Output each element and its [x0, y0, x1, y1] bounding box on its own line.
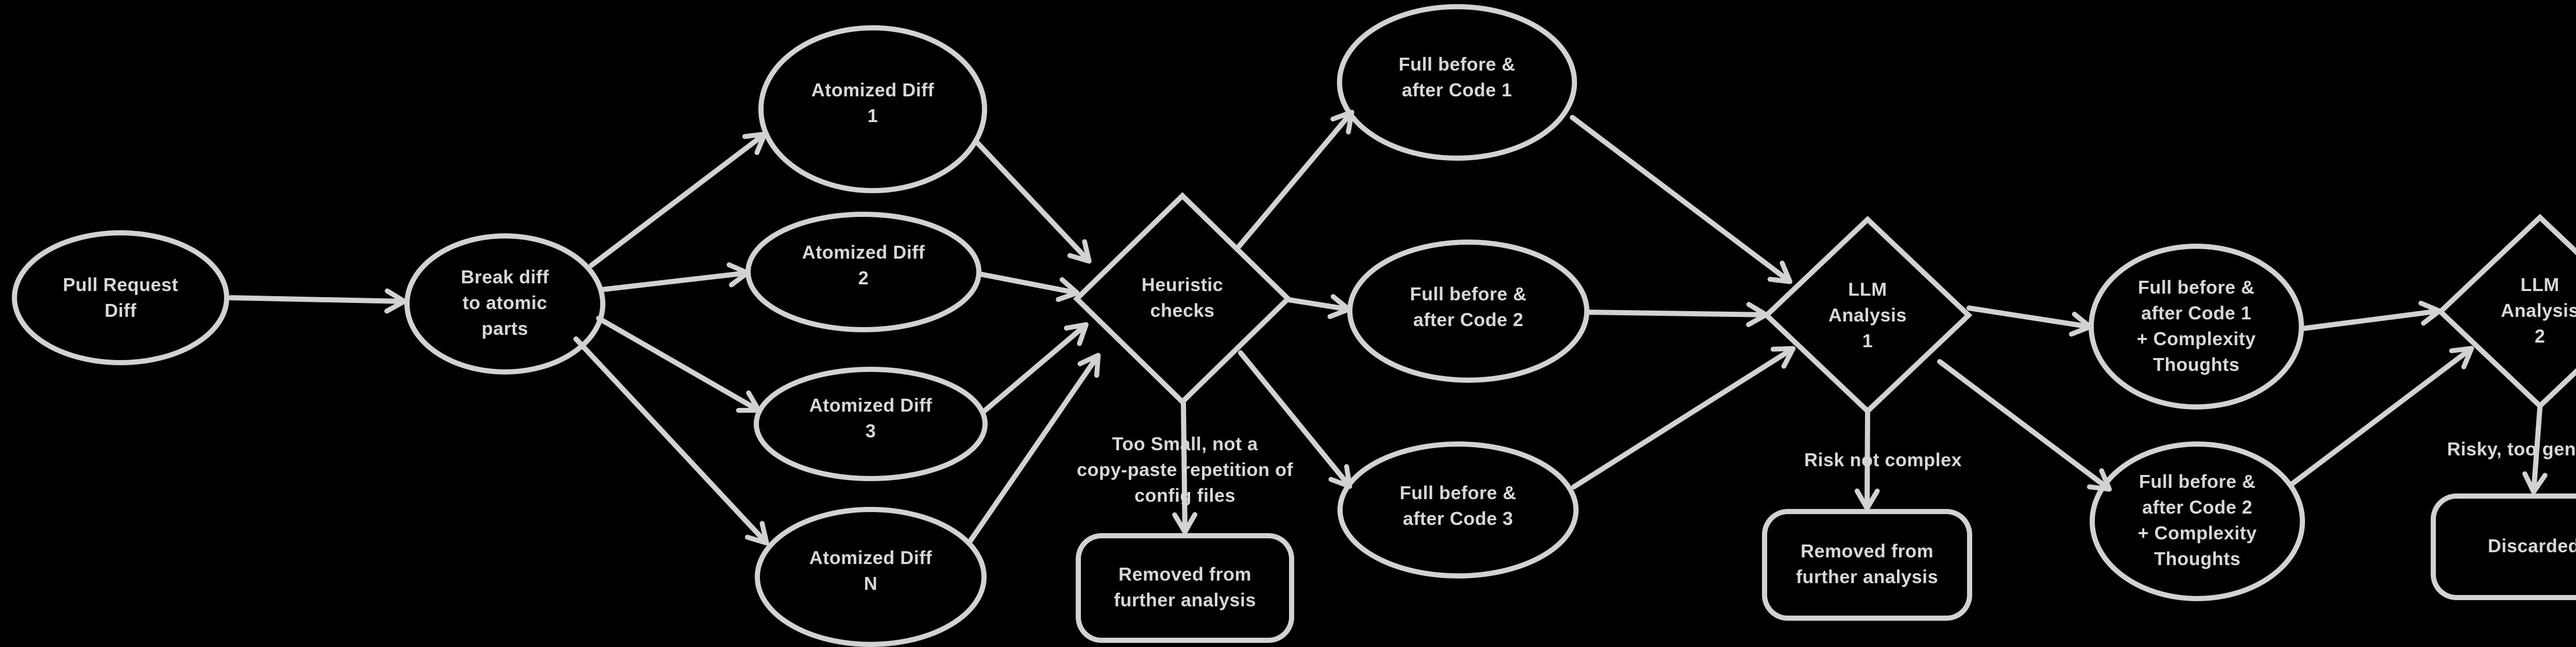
node-llm-analysis-1: LLM Analysis 1 — [1828, 279, 1907, 351]
ellipse-full-code-complexity-2 — [2090, 441, 2305, 601]
node-full-code-1: Full before & after Code 1 — [1398, 54, 1516, 100]
node-removed-1: Removed from further analysis — [1113, 564, 1257, 610]
ellipse-pull-request-diff — [12, 230, 229, 365]
rect-removed-2 — [1762, 509, 1972, 621]
arrow — [1937, 359, 2112, 492]
arrow — [1570, 115, 1792, 284]
node-atomized-diff-n: Atomized Diff N — [809, 547, 933, 594]
arrow — [2522, 404, 2548, 495]
node-full-code-complexity-1: Full before & after Code 1 + Complexity … — [2137, 277, 2256, 375]
ellipse-atomized-diff-1 — [758, 25, 987, 193]
rect-discarded — [2431, 493, 2576, 600]
note-risky-too-generic: Risky, too generic — [2447, 438, 2576, 459]
ellipse-atomized-diff-3 — [754, 367, 988, 481]
arrow — [1236, 110, 1354, 249]
node-full-code-3: Full before & after Code 3 — [1399, 482, 1517, 529]
rect-removed-1 — [1076, 533, 1294, 643]
node-pull-request-diff: Pull Request Diff — [62, 274, 179, 321]
arrow — [596, 316, 761, 413]
arrow — [977, 271, 1080, 302]
arrow — [1571, 346, 1796, 489]
arrow — [589, 131, 767, 268]
arrow — [974, 139, 1092, 264]
ellipse-full-code-3 — [1337, 441, 1579, 578]
node-break-diff: Break diff to atomic parts — [461, 266, 549, 339]
arrow — [228, 288, 407, 314]
ellipse-break-diff — [404, 233, 605, 374]
node-atomized-diff-2: Atomized Diff 2 — [802, 242, 925, 288]
ellipse-atomized-diff-n — [755, 507, 987, 647]
arrow — [2289, 346, 2474, 487]
arrow — [600, 262, 750, 292]
arrow — [1854, 410, 1880, 511]
node-heuristic-checks: Heuristic checks — [1141, 274, 1224, 321]
note-risk-not-complex: Risk not complex — [1804, 449, 1962, 470]
arrow — [1238, 350, 1352, 489]
node-full-code-complexity-2: Full before & after Code 2 + Complexity … — [2138, 471, 2257, 569]
arrow — [1585, 302, 1769, 327]
arrow — [980, 322, 1089, 415]
arrow — [573, 336, 769, 546]
arrow — [1967, 305, 2093, 337]
arrow — [1286, 294, 1351, 319]
node-removed-2: Removed from further analysis — [1795, 540, 1939, 587]
arrow — [967, 352, 1101, 544]
node-llm-analysis-2: LLM Analysis 2 — [2500, 274, 2576, 347]
arrow — [2299, 300, 2442, 331]
note-removed-reasons: Too Small, not a copy-paste repetition o… — [1076, 433, 1294, 506]
ellipse-full-code-1 — [1337, 4, 1577, 161]
arrow — [1172, 400, 1197, 535]
node-full-code-2: Full before & after Code 2 — [1410, 283, 1527, 330]
node-atomized-diff-1: Atomized Diff 1 — [811, 79, 935, 126]
node-discarded: Discarded — [2487, 535, 2576, 556]
node-atomized-diff-3: Atomized Diff 3 — [809, 395, 933, 441]
